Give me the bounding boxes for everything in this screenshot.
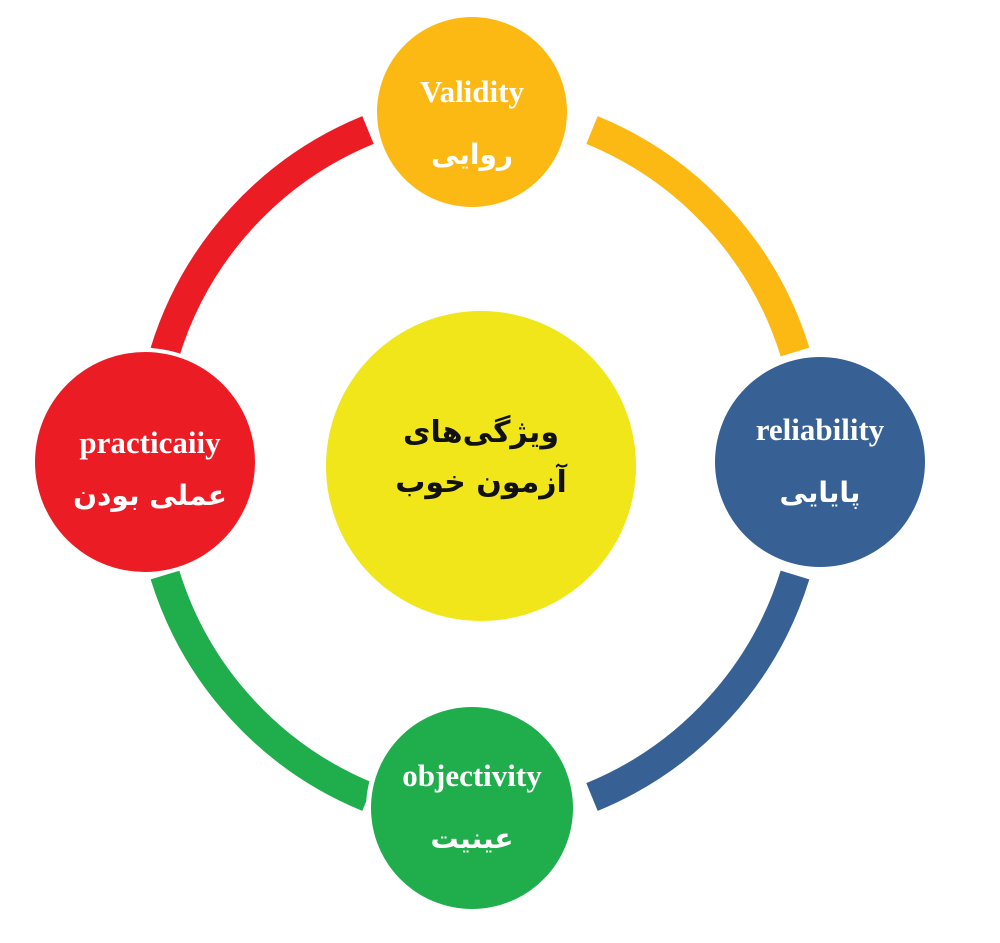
arc-left-top xyxy=(150,116,374,357)
center-title-line1: ویژگی‌های xyxy=(403,415,559,450)
node-validity: Validity روایی xyxy=(420,72,524,176)
node-practicality: practicaiiy عملی بودن xyxy=(73,423,227,517)
node-validity-english: Validity xyxy=(420,74,524,109)
arc-bottom-left xyxy=(150,570,374,811)
node-practicality-english: practicaiiy xyxy=(79,425,221,460)
node-objectivity-persian: عینیت xyxy=(430,822,514,855)
node-reliability-circle xyxy=(715,357,925,567)
node-practicality-circle xyxy=(35,352,255,572)
center-circle xyxy=(326,311,636,621)
node-reliability-english: reliability xyxy=(755,412,885,447)
node-validity-circle xyxy=(377,17,567,207)
arc-top-right xyxy=(586,116,810,357)
node-practicality-persian: عملی بودن xyxy=(73,479,227,512)
node-objectivity-circle xyxy=(371,707,573,909)
node-reliability-persian: پایایی xyxy=(779,476,861,509)
node-validity-persian: روایی xyxy=(431,138,513,171)
arc-right-bottom xyxy=(586,570,810,811)
node-objectivity-english: objectivity xyxy=(402,758,542,793)
center-title: ویژگی‌های آزمون خوب xyxy=(395,408,567,508)
node-reliability: reliability پایایی xyxy=(756,410,885,514)
node-objectivity: objectivity عینیت xyxy=(402,756,541,860)
center-title-line2: آزمون خوب xyxy=(395,465,567,500)
